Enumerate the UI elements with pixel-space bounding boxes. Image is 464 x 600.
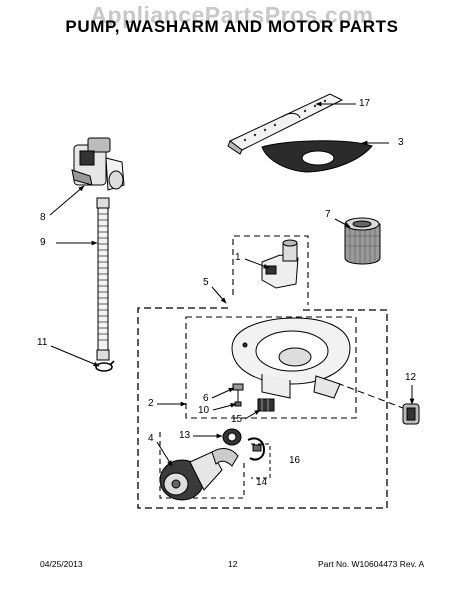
screw-part	[232, 383, 244, 407]
callout-1: 1	[235, 252, 241, 263]
assembly-box-2-inner	[185, 316, 357, 419]
assembly-box-16	[251, 443, 271, 479]
wash-motor-part	[159, 448, 239, 501]
page-title: PUMP, WASHARM AND MOTOR PARTS	[65, 17, 399, 36]
callout-16: 16	[289, 455, 301, 466]
drain-pump-part	[71, 137, 125, 191]
callout-9: 9	[40, 237, 46, 248]
callout-7: 7	[325, 209, 331, 220]
sump-part	[231, 317, 351, 399]
drain-hose-part	[96, 197, 110, 361]
drain-valve-part	[402, 403, 420, 425]
filter-cylinder-part	[344, 217, 381, 265]
callout-2: 2	[148, 398, 154, 409]
seal-ring-part	[222, 428, 242, 446]
callout-3: 3	[398, 137, 404, 148]
callout-15: 15	[231, 414, 243, 425]
callout-10: 10	[198, 405, 210, 416]
connector-part	[257, 398, 275, 412]
watermark: AppliancePartsPros.com	[90, 2, 374, 28]
wash-arm-part	[227, 93, 344, 155]
callout-8: 8	[40, 212, 46, 223]
callout-4: 4	[148, 433, 154, 444]
footer-date: 04/25/2013	[40, 559, 83, 569]
callout-5: 5	[203, 277, 209, 288]
callout-14: 14	[256, 477, 268, 488]
footer-part-number: Part No. W10604473 Rev. A	[318, 559, 425, 569]
callout-17: 17	[359, 98, 371, 109]
assembly-box-4	[159, 432, 245, 499]
callout-13: 13	[179, 430, 191, 441]
leader-lines	[49, 101, 415, 467]
callout-6: 6	[203, 393, 209, 404]
callout-11: 11	[37, 337, 48, 348]
footer-page-number: 12	[228, 559, 238, 569]
filter-screen-part	[261, 140, 373, 173]
callout-12: 12	[405, 372, 417, 383]
clamp-part	[247, 437, 266, 461]
pump-housing-part	[261, 239, 299, 289]
hose-clamp-part	[95, 360, 115, 372]
assembly-box-2	[137, 307, 388, 509]
